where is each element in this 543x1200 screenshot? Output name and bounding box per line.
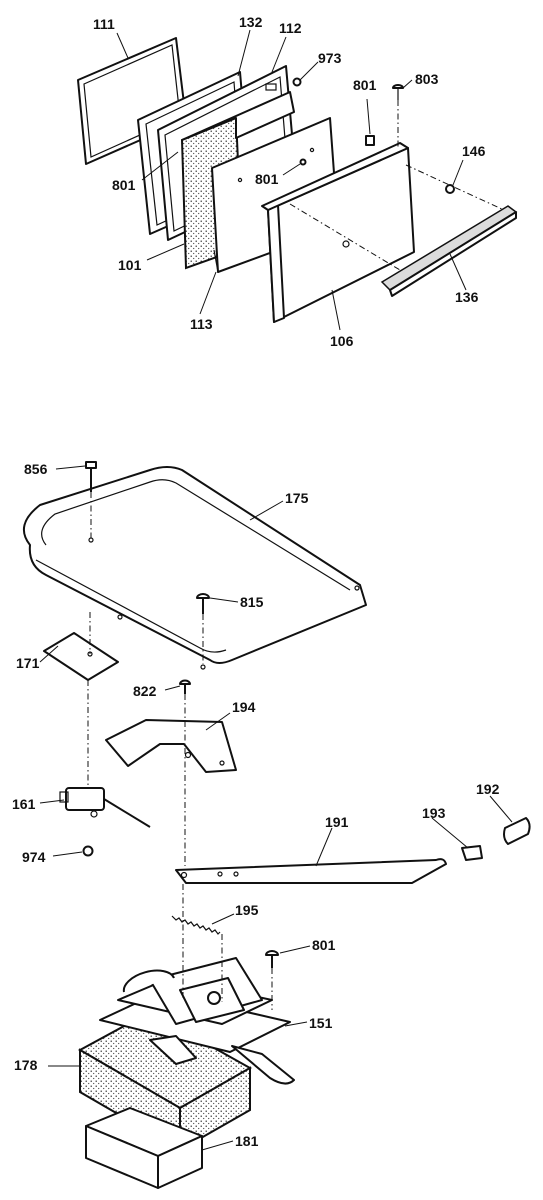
label-801-mid: 801 xyxy=(255,171,279,187)
screw-815 xyxy=(196,593,210,614)
label-822: 822 xyxy=(133,683,157,699)
label-106: 106 xyxy=(330,333,354,349)
screw-803 xyxy=(392,84,404,100)
leader-lines-bottom xyxy=(39,465,513,1151)
label-194: 194 xyxy=(232,699,256,715)
dashed-assembly-lines-bottom xyxy=(87,492,273,1010)
label-973: 973 xyxy=(318,50,342,66)
dash-136 xyxy=(289,203,401,271)
screw-822 xyxy=(179,679,191,694)
label-175: 175 xyxy=(285,490,309,506)
nut-974 xyxy=(82,845,94,857)
label-195: 195 xyxy=(235,902,259,918)
label-113: 113 xyxy=(190,316,213,332)
screw-801-top xyxy=(365,135,375,146)
label-146: 146 xyxy=(462,143,486,159)
part-171-pad xyxy=(43,632,119,681)
label-191: 191 xyxy=(325,814,349,830)
label-801-left: 801 xyxy=(112,177,136,193)
dash-146 xyxy=(405,164,505,211)
label-803: 803 xyxy=(415,71,439,87)
label-178: 178 xyxy=(14,1057,38,1073)
part-161-switch xyxy=(59,787,151,828)
screw-856 xyxy=(85,461,97,492)
part-175-cover-plate xyxy=(22,466,367,670)
label-193: 193 xyxy=(422,805,446,821)
label-136: 136 xyxy=(455,289,479,305)
screw-801-bottom xyxy=(265,950,279,968)
label-171: 171 xyxy=(16,655,40,671)
part-191-latch-rod xyxy=(175,858,447,884)
label-161: 161 xyxy=(12,796,36,812)
part-194-bracket xyxy=(105,719,237,773)
label-181: 181 xyxy=(235,1133,259,1149)
label-801-top: 801 xyxy=(353,77,377,93)
screw-801-mid xyxy=(299,158,307,166)
leader-lines-top xyxy=(116,29,467,331)
part-192-knob xyxy=(503,817,531,845)
part-151-latch-assembly xyxy=(99,957,295,1085)
label-815: 815 xyxy=(240,594,264,610)
label-856: 856 xyxy=(24,461,48,477)
part-136-handle xyxy=(380,205,518,297)
label-801-bottom: 801 xyxy=(312,937,336,953)
label-111: 111 xyxy=(93,16,115,32)
part-195-spring xyxy=(171,915,221,935)
part-193-clip xyxy=(461,845,483,861)
label-132: 132 xyxy=(239,14,263,30)
part-number-labels: 111 132 112 973 801 803 146 801 801 101 … xyxy=(12,14,500,1149)
label-151: 151 xyxy=(309,1015,333,1031)
label-112: 112 xyxy=(279,20,302,36)
label-974: 974 xyxy=(22,849,46,865)
nut-146 xyxy=(445,184,455,194)
label-101: 101 xyxy=(118,257,142,273)
part-181-pad xyxy=(85,1107,203,1189)
screw-973 xyxy=(292,77,302,87)
label-192: 192 xyxy=(476,781,500,797)
